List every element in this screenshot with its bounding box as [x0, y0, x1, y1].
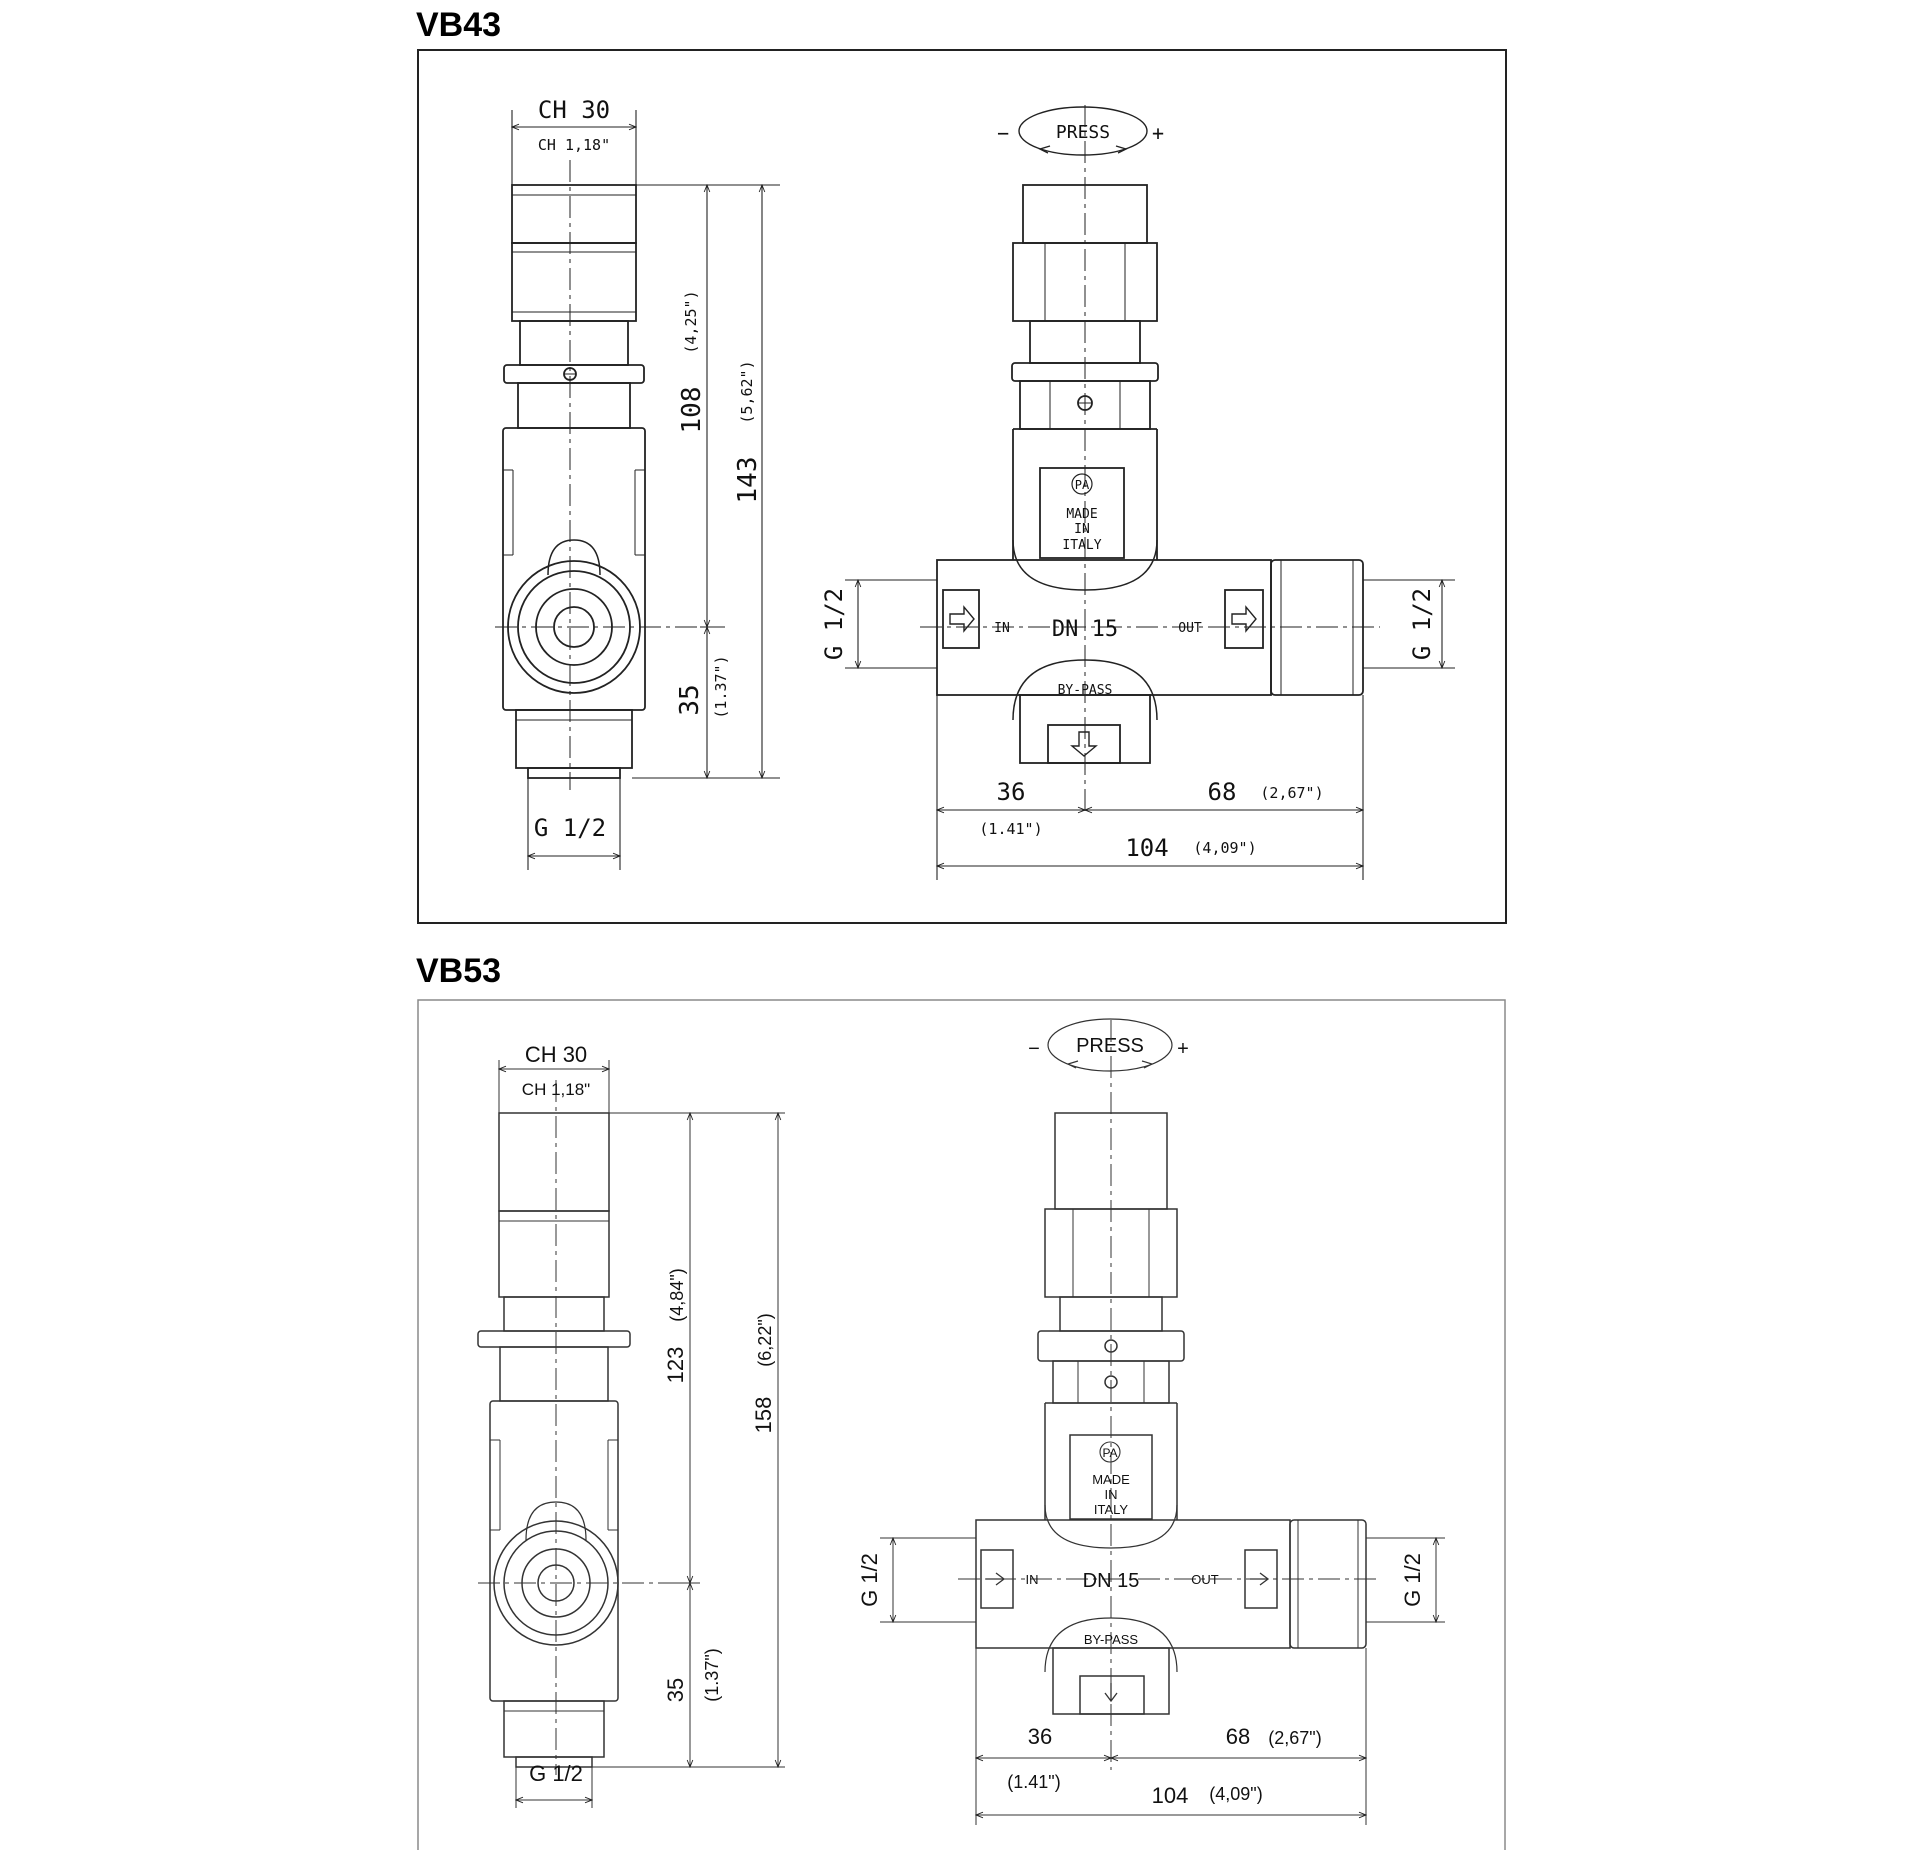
vb43-dim-68-inch: (2,67") [1260, 784, 1323, 802]
vb53-ch-inch-label: CH 1,18" [522, 1080, 590, 1099]
vb53-ch-label: CH 30 [525, 1042, 587, 1067]
vb53-dim-36: 36 [1028, 1724, 1052, 1749]
vb43-bypass-label: BY-PASS [1058, 683, 1113, 698]
vb53-made: MADE [1092, 1472, 1130, 1487]
vb53-frame [417, 999, 1506, 1850]
vb53-in-label: IN [1026, 1572, 1039, 1587]
vb53-dim-35-inch: (1.37") [702, 1648, 722, 1701]
vb43-dim-143-inch: (5,62") [738, 360, 756, 423]
vb53-port-label: G 1/2 [529, 1761, 583, 1786]
vb53-dim-104-inch: (4,09") [1209, 1784, 1262, 1804]
vb43-press-indicator: PRESS − + [997, 106, 1164, 156]
vb43-front-dim-labels: G 1/2 G 1/2 36 (1.41") 68 (2,67") 104 (4… [820, 588, 1436, 862]
vb53-dim-123: 123 [663, 1347, 688, 1384]
vb43-dim-36: 36 [997, 778, 1026, 806]
vb53-dim-158-inch: (6,22") [755, 1313, 775, 1366]
vb43-front-labels: PA MADE IN ITALY IN OUT DN 15 BY-PASS [994, 478, 1202, 698]
vb43-in-label: IN [994, 621, 1010, 636]
vb53-dim-35: 35 [663, 1678, 688, 1702]
vb53-dim-68: 68 [1226, 1724, 1250, 1749]
vb43-made-in: IN [1074, 522, 1090, 537]
vb43-g-left: G 1/2 [820, 588, 848, 660]
vb43-made: MADE [1066, 507, 1097, 522]
vb43-ch-inch-label: CH 1,18" [538, 136, 610, 154]
vb53-dim-123-inch: (4,84") [667, 1268, 687, 1321]
vb43-minus-sign: − [997, 121, 1009, 145]
vb53-minus-sign: − [1028, 1038, 1040, 1060]
vb43-dim-143: 143 [733, 457, 763, 504]
vb43-side-labels: CH 30 CH 1,18" 108 (4,25") 143 (5,62") 3… [534, 96, 763, 842]
vb43-g-right: G 1/2 [1408, 588, 1436, 660]
vb53-title: VB53 [416, 952, 502, 990]
vb53-dn-label: DN 15 [1083, 1570, 1140, 1592]
vb43-logo: PA [1075, 478, 1090, 492]
vb43-out-label: OUT [1178, 621, 1202, 636]
vb53-logo: PA [1102, 1446, 1117, 1460]
vb53-out-label: OUT [1191, 1572, 1219, 1587]
vb43-front-dims [845, 580, 1455, 880]
vb53-front-labels: PA MADE IN ITALY IN OUT DN 15 BY-PASS [1026, 1446, 1219, 1647]
vb43-side-centerlines [495, 160, 700, 790]
vb53-italy: ITALY [1094, 1502, 1129, 1517]
vb43-dim-108: 108 [677, 387, 707, 434]
vb43-ch-label: CH 30 [538, 96, 610, 124]
vb43-side-dims [512, 110, 780, 870]
vb53-front-centerlines [958, 1020, 1378, 1770]
vb43-front-centerlines [920, 105, 1380, 815]
vb43-dn-label: DN 15 [1052, 617, 1118, 642]
vb53-press-indicator: PRESS − + [1028, 1018, 1189, 1072]
vb43-dim-104: 104 [1125, 834, 1168, 862]
vb53-dim-36-inch: (1.41") [1007, 1772, 1060, 1792]
vb53-side-view [477, 1112, 631, 1768]
vb53-dim-68-inch: (2,67") [1268, 1728, 1321, 1748]
vb53-front-dim-labels: G 1/2 G 1/2 36 (1.41") 68 (2,67") 104 (4… [857, 1553, 1425, 1808]
vb43-front-view [936, 184, 1364, 764]
vb43-side-view [502, 184, 646, 779]
vb53-g-left: G 1/2 [857, 1553, 882, 1607]
vb43-dim-36-inch: (1.41") [979, 820, 1042, 838]
vb43-plus-sign: + [1152, 121, 1164, 145]
vb53-front-view [975, 1112, 1367, 1715]
vb43-title: VB43 [416, 6, 502, 44]
vb43-dim-35: 35 [675, 684, 705, 715]
vb43-port-label: G 1/2 [534, 814, 606, 842]
vb43-dim-68: 68 [1208, 778, 1237, 806]
vb53-side-labels: CH 30 CH 1,18" 123 (4,84") 158 (6,22") 3… [522, 1042, 776, 1786]
vb53-bypass-label: BY-PASS [1084, 1632, 1139, 1647]
vb43-italy: ITALY [1062, 538, 1101, 553]
vb43-dim-35-inch: (1.37") [712, 655, 730, 718]
vb53-press-label: PRESS [1076, 1035, 1144, 1057]
vb53-side-centerlines [478, 1080, 665, 1775]
vb53-side-dims [499, 1060, 785, 1808]
vb43-dim-108-inch: (4,25") [682, 290, 700, 353]
vb43-flow-arrows [949, 605, 1257, 757]
vb53-front-dims [880, 1538, 1445, 1825]
vb43-dim-104-inch: (4,09") [1193, 839, 1256, 857]
vb53-g-right: G 1/2 [1400, 1553, 1425, 1607]
vb53-dim-104: 104 [1152, 1783, 1189, 1808]
vb43-frame [417, 49, 1507, 924]
vb53-dim-158: 158 [751, 1397, 776, 1434]
vb53-plus-sign: + [1177, 1038, 1189, 1060]
vb43-press-label: PRESS [1056, 122, 1110, 143]
vb53-made-in: IN [1105, 1487, 1118, 1502]
